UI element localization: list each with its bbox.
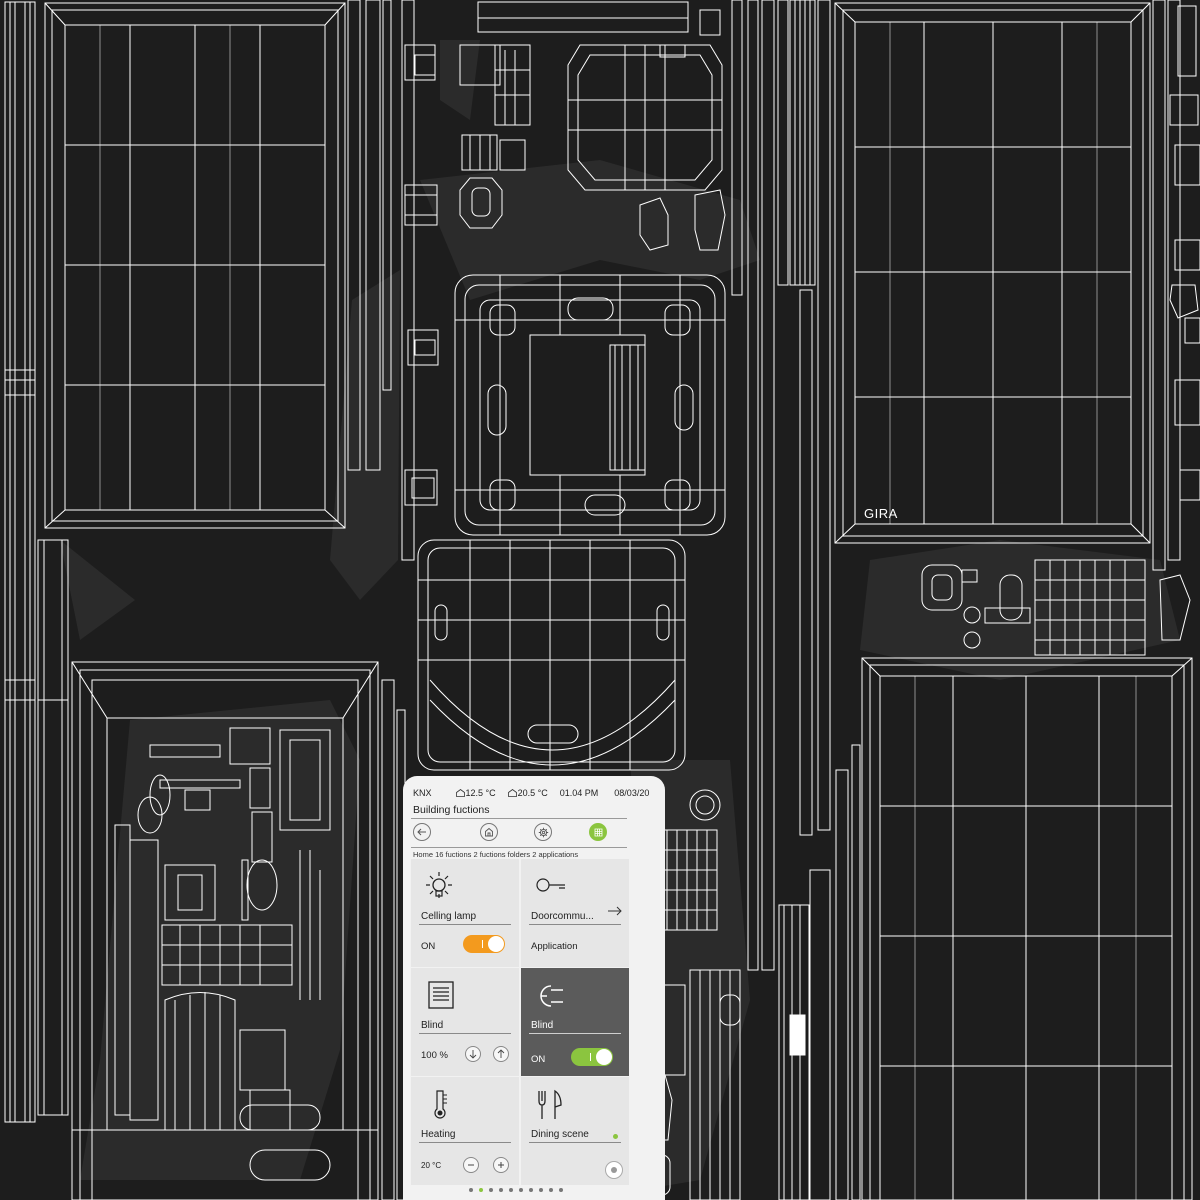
grid-icon (594, 828, 602, 836)
center-cover (417, 539, 686, 771)
tile-label: Dining scene (531, 1129, 589, 1140)
tile-socket[interactable]: Blind ON (521, 968, 629, 1076)
divider (411, 847, 627, 848)
toggle-on-mark (590, 1053, 591, 1061)
back-button[interactable] (413, 823, 431, 841)
gear-icon (538, 827, 548, 837)
page-dot[interactable] (519, 1188, 523, 1192)
page-title: Building fuctions (413, 804, 490, 816)
page-dot[interactable] (559, 1188, 563, 1192)
divider (529, 1033, 621, 1034)
toggle-knob (488, 936, 504, 952)
bl-islands (114, 727, 331, 1181)
arrow-up-icon (497, 1049, 505, 1058)
tile-label: Celling lamp (421, 911, 477, 922)
fork-knife-icon (538, 1089, 562, 1119)
arrow-left-icon (417, 828, 426, 836)
right-edge-islands (1169, 5, 1200, 501)
page-dot[interactable] (509, 1188, 513, 1192)
house-outline-icon (455, 789, 465, 797)
power-toggle[interactable] (571, 1048, 613, 1066)
tile-door-communication[interactable]: Doorcommu... Application (521, 859, 629, 967)
page-dot[interactable] (499, 1188, 503, 1192)
plus-icon (498, 1162, 504, 1168)
mid-right-islands (921, 559, 1191, 656)
divider (419, 1142, 511, 1143)
tile-label: Doorcommu... (531, 911, 594, 922)
page-dot[interactable] (469, 1188, 473, 1192)
blind-icon (428, 981, 454, 1009)
page-dot[interactable] (489, 1188, 493, 1192)
temp-outside-value: 20.5 °C (517, 788, 548, 798)
arrow-right-icon[interactable] (607, 905, 623, 917)
tr-panel (834, 0, 1181, 571)
tile-label: Blind (421, 1020, 444, 1031)
page-indicator (469, 1188, 609, 1196)
divider (529, 1142, 621, 1143)
gira-logo: GIRA (864, 506, 898, 521)
left-strips (4, 0, 392, 1123)
divider (529, 924, 621, 925)
temp-inside-value: 12.5 °C (465, 788, 496, 798)
radio-dot (611, 1167, 617, 1173)
blind-up-button[interactable] (493, 1046, 509, 1062)
page-dot[interactable] (529, 1188, 533, 1192)
state-label: ON (531, 1054, 546, 1065)
divider (419, 1033, 511, 1034)
center-frame (454, 274, 726, 536)
blind-down-button[interactable] (465, 1046, 481, 1062)
tile-celling-lamp[interactable]: Celling lamp ON (411, 859, 519, 967)
page-dot-active[interactable] (479, 1188, 483, 1192)
blind-position-value: 100 % (421, 1050, 448, 1061)
page-dot[interactable] (539, 1188, 543, 1192)
temp-inside: 12.5 °C (455, 788, 496, 798)
grid-view-button[interactable] (589, 823, 607, 841)
state-label: ON (421, 941, 436, 952)
center-top-islands (459, 1, 726, 251)
temperature-minus-button[interactable] (463, 1157, 479, 1173)
scene-trigger-button[interactable] (605, 1161, 623, 1179)
clock-time: 01.04 PM (559, 788, 599, 798)
plug-icon (540, 985, 563, 1007)
temp-outside: 20.5 °C (507, 788, 548, 798)
temperature-plus-button[interactable] (493, 1157, 509, 1173)
center-right-strips (731, 0, 861, 1200)
divider (411, 818, 627, 819)
tile-label: Blind (531, 1020, 554, 1031)
function-grid: Celling lamp ON Doorcommu... Application… (411, 859, 629, 1185)
tile-blind[interactable]: Blind 100 % (411, 968, 519, 1076)
tile-dining-scene[interactable]: Dining scene (521, 1077, 629, 1185)
door-key-icon (536, 878, 565, 892)
tl-panel (44, 2, 346, 529)
home-icon (485, 827, 493, 837)
minus-icon (468, 1164, 474, 1166)
divider (419, 924, 511, 925)
thermometer-icon (434, 1090, 447, 1119)
page-dot[interactable] (549, 1188, 553, 1192)
light-bulb-icon (426, 872, 452, 898)
phone-screen-ui: KNX 12.5 °C 20.5 °C 01.04 PM 08/03/20 Bu… (403, 776, 665, 1200)
summary-text: Home 16 fuctions 2 fuctions folders 2 ap… (413, 850, 579, 859)
toggle-knob (596, 1049, 612, 1065)
tile-label: Heating (421, 1129, 456, 1140)
nav-bar (413, 823, 625, 845)
left-connectors (401, 0, 439, 561)
status-bar: KNX 12.5 °C 20.5 °C 01.04 PM 08/03/20 (413, 787, 658, 799)
arrow-down-icon (469, 1050, 477, 1059)
settings-button[interactable] (534, 823, 552, 841)
house-outline-icon (507, 789, 517, 797)
application-label: Application (531, 941, 578, 952)
knx-label: KNX (413, 788, 432, 798)
scene-active-indicator (613, 1134, 618, 1139)
power-toggle[interactable] (463, 935, 505, 953)
tile-heating[interactable]: Heating 20 °C (411, 1077, 519, 1185)
toggle-on-mark (482, 940, 483, 948)
br-panel (861, 657, 1193, 1200)
home-button[interactable] (480, 823, 498, 841)
clock-date: 08/03/20 (614, 788, 650, 798)
temperature-value: 20 °C (421, 1161, 442, 1170)
